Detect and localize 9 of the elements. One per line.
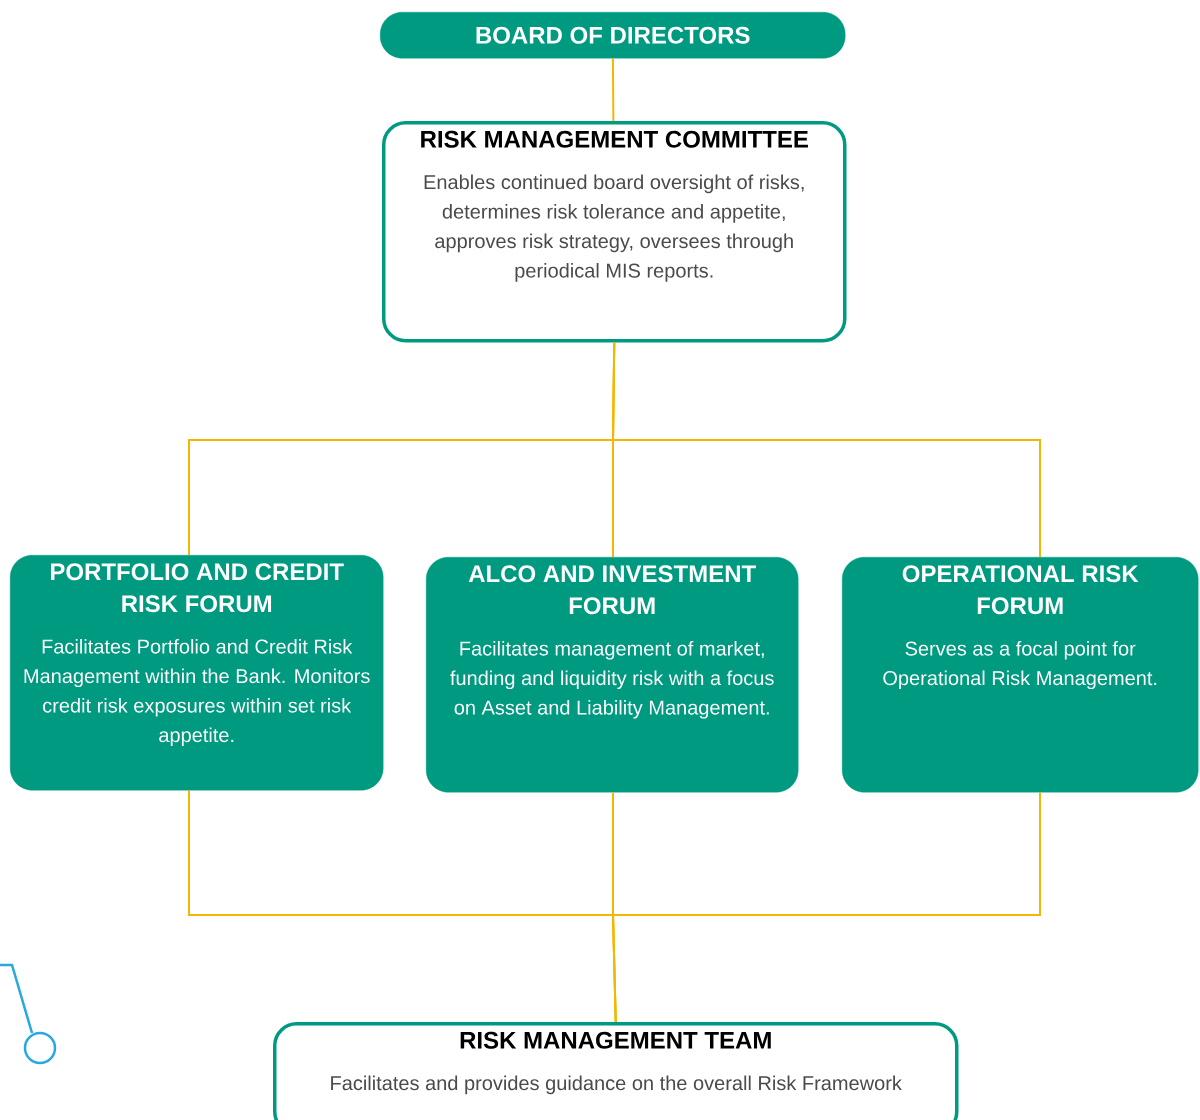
connector-line: [612, 791, 1041, 1023]
connector-line: [611, 57, 615, 122]
forum-box: ALCO AND INVESTMENT FORUM Facilitates management of market, funding and liquidity risk with a focus on Asset and Liability Management.: [426, 557, 799, 793]
forum-box: RISK MANAGEMENT COMMITTEE Enables continued board oversight of risks, determines risk tolerance and appetite, approves risk strategy, oversees through periodical MIS reports.: [382, 121, 847, 343]
forum-box: RISK MANAGEMENT TEAM Facilitates and provides guidance on the overall Risk Framework: [273, 1022, 959, 1120]
connector-line: [612, 341, 1041, 558]
forum-box: OPERATIONAL RISK FORUM Serves as a focal point for Operational Risk Management.: [842, 557, 1199, 793]
forum-box: PORTFOLIO AND CREDIT RISK FORUM Facilitates Portfolio and Credit Risk Management within the Bank. Monitors credit risk exposures within set risk appetite.: [10, 555, 384, 791]
title-banner: BOARD OF DIRECTORS: [380, 12, 846, 59]
